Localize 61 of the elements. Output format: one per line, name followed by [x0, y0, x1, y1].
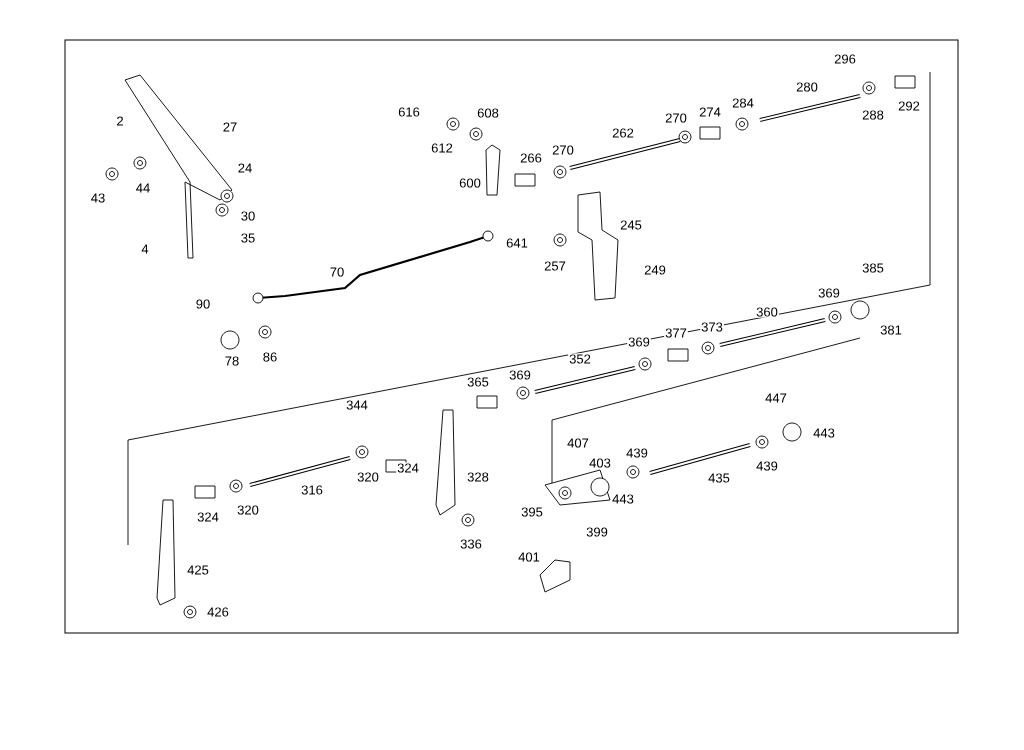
callout-number: 270	[551, 144, 575, 156]
callout-number: 401	[517, 551, 541, 563]
callout-number: 600	[458, 177, 482, 189]
callout-number: 407	[566, 437, 590, 449]
callout-number: 44	[134, 182, 152, 194]
callout-number: 280	[795, 81, 819, 93]
callout-number: 43	[89, 192, 107, 204]
callout-number: 373	[700, 321, 724, 333]
callout-number: 320	[236, 504, 260, 516]
callout-number: 403	[588, 457, 612, 469]
callout-number: 369	[627, 336, 651, 348]
callout-number: 266	[519, 152, 543, 164]
callout-number: 249	[643, 264, 667, 276]
callout-number: 399	[585, 526, 609, 538]
callout-number: 425	[186, 564, 210, 576]
callout-number: 292	[897, 100, 921, 112]
callout-number: 435	[707, 472, 731, 484]
callout-number: 381	[879, 324, 903, 336]
callout-number: 288	[861, 109, 885, 121]
callout-number: 616	[397, 106, 421, 118]
callout-number: 352	[568, 353, 592, 365]
callout-number: 4	[140, 243, 150, 255]
callout-number: 262	[611, 127, 635, 139]
callout-number: 612	[430, 142, 454, 154]
callout-number: 443	[611, 493, 635, 505]
callout-number: 365	[466, 376, 490, 388]
callout-number: 27	[221, 121, 239, 133]
callout-number: 320	[356, 471, 380, 483]
callout-number: 30	[239, 210, 257, 222]
callout-number: 443	[812, 427, 836, 439]
callout-number: 86	[261, 351, 279, 363]
callout-number: 324	[196, 511, 220, 523]
callout-number: 344	[345, 399, 369, 411]
callout-number: 324	[396, 462, 420, 474]
callout-number: 395	[520, 506, 544, 518]
callout-number: 257	[543, 260, 567, 272]
callout-number: 70	[328, 266, 346, 278]
callout-number: 78	[223, 355, 241, 367]
callout-number: 360	[755, 306, 779, 318]
callout-number: 385	[861, 262, 885, 274]
callout-number: 369	[508, 369, 532, 381]
callout-number: 608	[476, 107, 500, 119]
callout-number: 439	[755, 460, 779, 472]
callout-number: 439	[625, 447, 649, 459]
callout-number: 296	[833, 53, 857, 65]
callout-number: 328	[466, 471, 490, 483]
callout-number: 284	[731, 97, 755, 109]
callout-number: 270	[664, 112, 688, 124]
callout-number: 369	[817, 287, 841, 299]
callout-number: 2	[115, 115, 125, 127]
callout-number: 90	[194, 298, 212, 310]
callout-number: 426	[206, 606, 230, 618]
callout-number: 641	[505, 237, 529, 249]
callout-number: 377	[664, 327, 688, 339]
callout-number: 245	[619, 219, 643, 231]
callout-number: 447	[764, 392, 788, 404]
callout-number: 274	[698, 106, 722, 118]
callout-number: 35	[239, 232, 257, 244]
callout-number: 316	[300, 484, 324, 496]
callout-number: 24	[236, 162, 254, 174]
callout-number: 336	[459, 538, 483, 550]
